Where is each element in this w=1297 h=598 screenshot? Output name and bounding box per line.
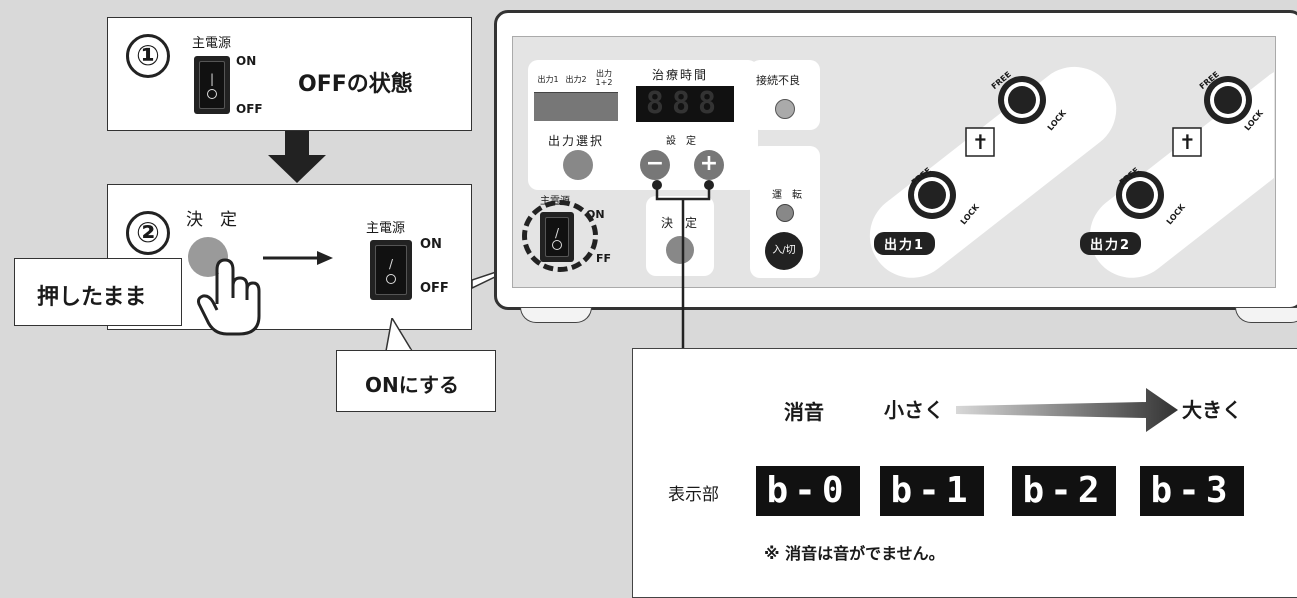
device-foot-right [1235, 307, 1297, 323]
timer-display: 888 [636, 86, 734, 122]
minus-button: − [640, 150, 670, 180]
hold-text: 押したまま [37, 285, 147, 310]
volume-gradient-arrow [956, 388, 1178, 432]
run-toggle-button: 入/切 [765, 232, 803, 270]
step1-power-switch: | [194, 56, 230, 114]
code-b0: b-0 [756, 466, 860, 516]
setting-bracket [652, 180, 714, 350]
step2-power-switch: / [370, 240, 412, 300]
setting-label: 設 定 [666, 136, 696, 147]
run-led [776, 204, 794, 222]
main-power-highlight [522, 200, 598, 272]
output-tab-2: 出力2 [565, 75, 587, 84]
step1-switch-label: 主電源 [192, 36, 232, 51]
code-b3: b-3 [1140, 466, 1244, 516]
run-toggle-label: 入/切 [772, 245, 796, 256]
output-tab-3: 出力 1+2 [595, 69, 613, 87]
minus-symbol: − [645, 151, 665, 176]
down-arrow-icon [268, 131, 326, 183]
step2-switch-label: 主電源 [366, 221, 406, 236]
step1-state-text: OFFの状態 [298, 72, 413, 97]
larger-label: 大きく [1182, 398, 1242, 422]
main-power-off: FF [596, 252, 612, 265]
connection-fault-led [775, 99, 795, 119]
output1-person-icon: ✝ [972, 130, 989, 154]
device-power-switch: / [540, 212, 574, 262]
decide-label: 決 定 [661, 216, 698, 230]
output1-label: 出力1 [874, 232, 936, 255]
step1-off-label: OFF [236, 102, 263, 116]
device-foot-left [520, 307, 592, 323]
output-select-button [563, 150, 593, 180]
treatment-time-label: 治療時間 [652, 68, 709, 82]
right-arrow-icon [263, 251, 333, 265]
step1-on-label: ON [236, 54, 257, 68]
output-connectors [869, 66, 1274, 278]
connection-fault-card [750, 60, 820, 130]
output-indicator [534, 92, 618, 121]
on-callout-text: ONにする [365, 373, 459, 397]
step2-off-label: OFF [420, 281, 449, 296]
step2-on-label: ON [420, 237, 442, 252]
pressing-hand-icon [197, 258, 261, 336]
on-callout-pointer [385, 318, 414, 352]
smaller-label: 小さく [884, 398, 944, 422]
connection-fault-label: 接続不良 [756, 74, 800, 87]
step1-box: ① 主電源 | ON OFF OFFの状態 [107, 17, 472, 131]
step2-decide-label: 決 定 [186, 210, 237, 230]
mute-note: ※ 消音は音がでません。 [764, 544, 945, 563]
output-tab-1: 出力1 [537, 75, 559, 84]
step1-number: ① [126, 34, 170, 78]
mute-label: 消音 [784, 400, 824, 424]
plus-button: + [694, 150, 724, 180]
code-b2: b-2 [1012, 466, 1116, 516]
hold-label-box: 押したまま [14, 258, 182, 326]
display-label: 表示部 [668, 485, 719, 505]
step2-number: ② [126, 211, 170, 255]
output-select-label: 出力選択 [548, 134, 605, 148]
output2-label: 出力2 [1080, 232, 1142, 255]
run-label: 運 転 [772, 190, 802, 201]
plus-symbol: + [699, 151, 719, 176]
code-b1: b-1 [880, 466, 984, 516]
on-callout-box: ONにする [336, 350, 496, 412]
output2-person-icon: ✝ [1179, 130, 1196, 154]
decide-button [666, 236, 694, 264]
